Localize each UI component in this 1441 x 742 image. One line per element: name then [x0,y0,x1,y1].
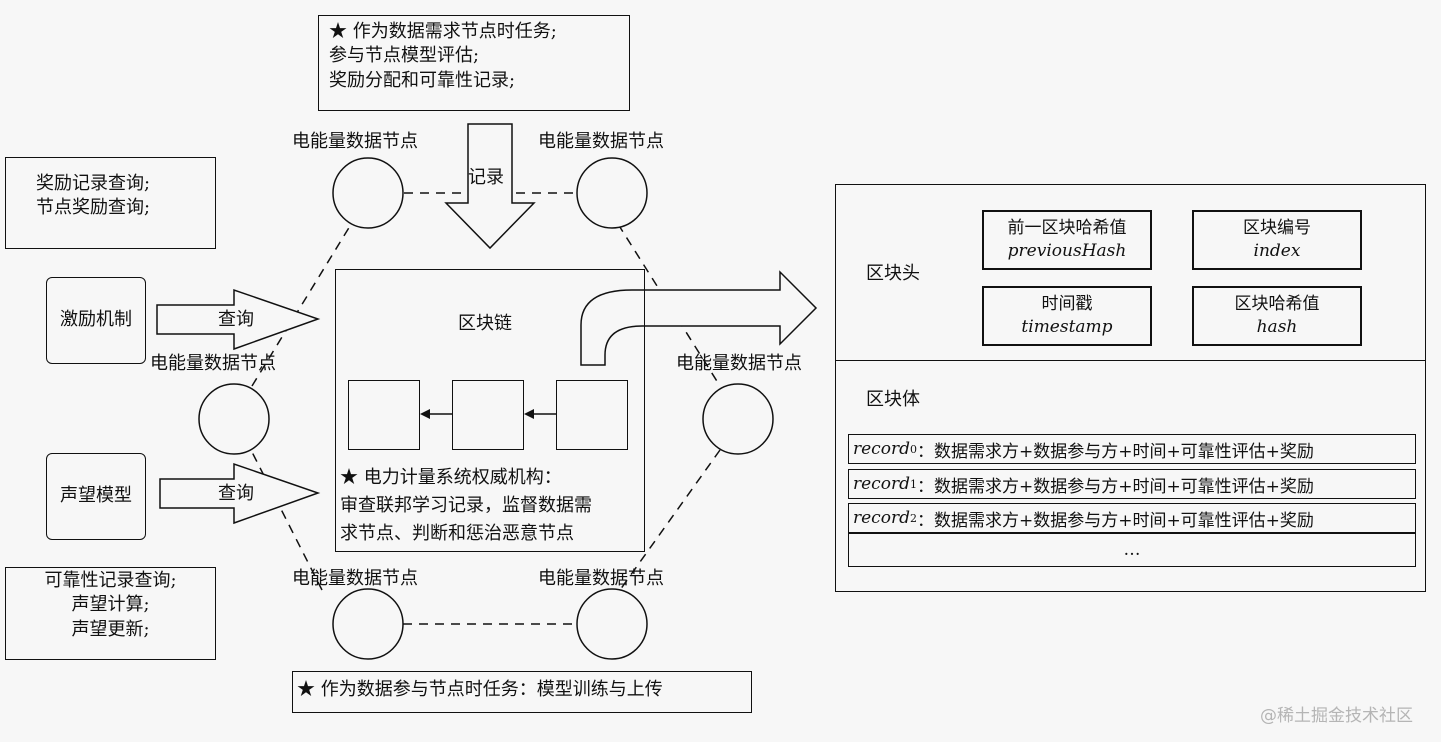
node-circle-left [198,383,270,455]
block-body-label: 区块体 [866,389,920,410]
incentive-mechanism-box: 激励机制 [46,277,146,364]
record-content-1: ：数据需求方+数据参与方+时间+可靠性评估+奖励 [916,476,1314,497]
query-label-top: 查询 [218,309,254,330]
node-label-right: 电能量数据节点 [676,353,802,374]
timestamp-field: 时间戳 timestamp [982,286,1152,346]
node-label-top-left: 电能量数据节点 [292,131,418,152]
reward-query-box: 奖励记录查询; 节点奖励查询; [5,157,216,249]
record-row-ellipsis: … [848,533,1416,567]
node-label-top-right: 电能量数据节点 [538,131,664,152]
timestamp-cn: 时间戳 [1041,294,1093,315]
hash-en: hash [1256,317,1298,337]
block-detail-curved-arrow [580,270,818,366]
node-circle-right [702,383,774,455]
participant-node-task-box: ★ 作为数据参与节点时任务：模型训练与上传 [292,671,752,713]
authority-line-1: ★ 电力计量系统权威机构： [340,467,562,488]
chain-block-2 [452,380,524,450]
node-circle-bottom-right [576,588,648,660]
participant-task-text: ★ 作为数据参与节点时任务：模型训练与上传 [297,679,663,700]
demand-task-line-2: 参与节点模型评估; [329,45,480,67]
demand-task-line-1: ★ 作为数据需求节点时任务; [329,21,557,42]
node-circle-top-left [332,157,404,229]
demand-task-line-3: 奖励分配和可靠性记录; [329,69,516,91]
block-structure-panel [835,184,1426,592]
record-down-arrow [444,123,536,250]
chain-block-3 [556,380,628,450]
reliability-line-3: 声望更新; [71,618,150,640]
chain-arrowhead-2 [524,409,534,419]
blockchain-box [335,269,645,552]
chain-block-1 [348,380,420,450]
record-content-2: ：数据需求方+数据参与方+时间+可靠性评估+奖励 [916,510,1314,531]
record-ellipsis: … [1123,540,1141,560]
incentive-mechanism-label: 激励机制 [60,309,132,331]
header-body-divider [836,360,1425,361]
record-sub-1: 1 [909,477,917,491]
node-circle-bottom-left [332,588,404,660]
reputation-model-box: 声望模型 [46,453,146,540]
hash-cn: 区块哈希值 [1234,294,1320,315]
block-header-label: 区块头 [866,263,920,284]
prev-hash-field: 前一区块哈希值 previousHash [982,210,1152,270]
authority-line-2: 审查联邦学习记录，监督数据需 [340,495,592,516]
reliability-query-box: 可靠性记录查询; 声望计算; 声望更新; [5,567,216,660]
record-name-1: record [853,474,910,494]
reward-query-line-2: 节点奖励查询; [36,197,151,219]
record-arrow-label: 记录 [468,167,504,188]
authority-line-3: 求节点、判断和惩治恶意节点 [340,523,574,544]
index-en: index [1253,241,1301,261]
node-label-left: 电能量数据节点 [150,353,276,374]
node-circle-top-right [576,157,648,229]
query-arrow-bottom [159,462,321,525]
reliability-line-2: 声望计算; [71,594,150,616]
record-sub-0: 0 [909,442,917,456]
index-field: 区块编号 index [1192,210,1362,270]
record-sub-2: 2 [909,511,917,525]
record-name-0: record [853,439,910,459]
record-name-2: record [853,508,910,528]
reward-query-line-1: 奖励记录查询; [36,173,151,194]
query-arrow-top [156,288,321,351]
record-content-0: ：数据需求方+数据参与方+时间+可靠性评估+奖励 [916,441,1314,462]
node-label-bottom-left: 电能量数据节点 [292,568,418,589]
reputation-model-label: 声望模型 [60,485,132,507]
watermark: @稀土掘金技术社区 [1260,706,1413,726]
prev-hash-en: previousHash [1007,241,1127,261]
node-label-bottom-right: 电能量数据节点 [538,568,664,589]
blockchain-title: 区块链 [458,313,512,334]
hash-field: 区块哈希值 hash [1192,286,1362,346]
prev-hash-cn: 前一区块哈希值 [1007,218,1127,239]
chain-arrowhead-1 [420,409,430,419]
index-cn: 区块编号 [1243,218,1311,239]
reliability-line-1: 可靠性记录查询; [44,570,177,591]
demand-node-task-box: ★ 作为数据需求节点时任务; 参与节点模型评估; 奖励分配和可靠性记录; [318,15,630,111]
timestamp-en: timestamp [1021,317,1113,337]
query-label-bottom: 查询 [218,483,254,504]
